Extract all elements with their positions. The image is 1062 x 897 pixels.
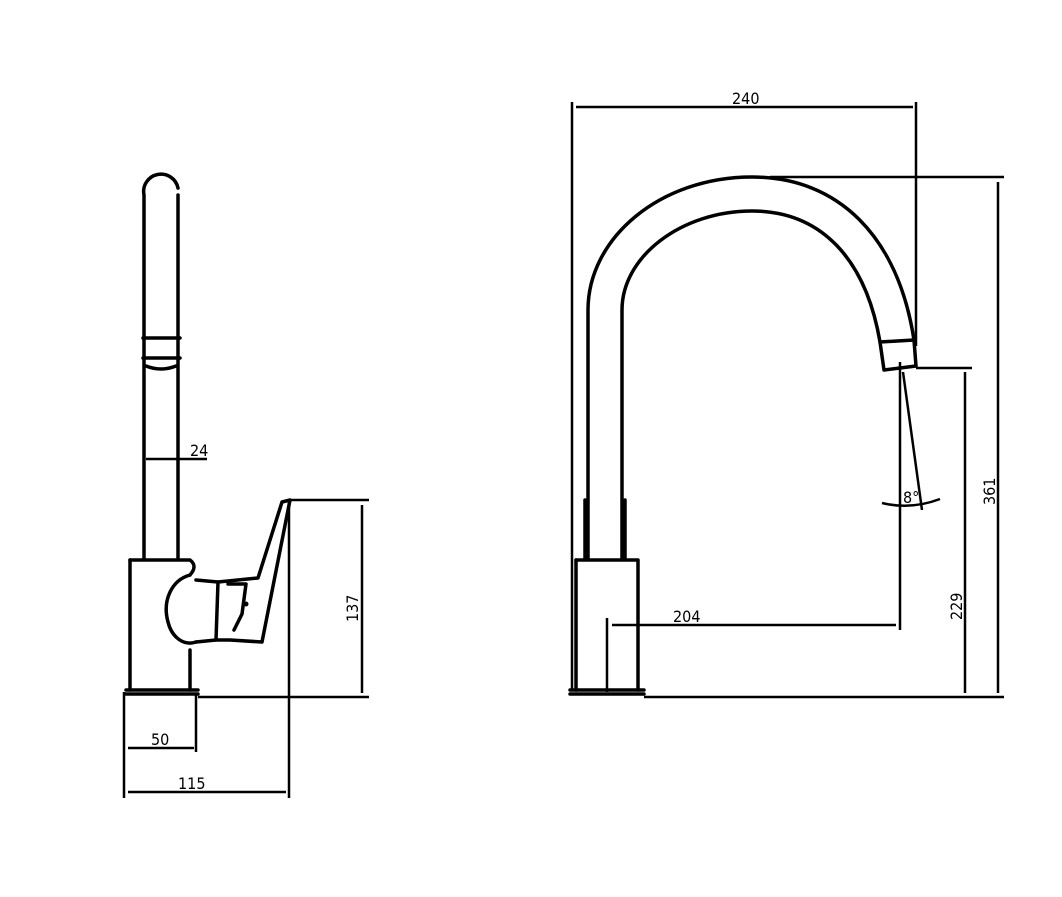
front-view-dimensions (570, 102, 1004, 699)
side-view-dimensions (122, 457, 369, 798)
dim-spout-height-label: 229 (947, 593, 966, 620)
front-view-spout (583, 175, 918, 560)
front-view-body (568, 558, 646, 696)
side-view-handle (164, 498, 292, 645)
side-view-spout (141, 172, 182, 560)
dim-base-diameter-label: 50 (151, 730, 169, 749)
dim-spout-reach-label: 204 (673, 607, 700, 626)
dim-overall-height-label: 361 (980, 478, 999, 505)
side-view-body (124, 558, 200, 696)
side-view: 24 50 115 137 (122, 172, 369, 798)
dim-body-height-label: 137 (343, 595, 362, 622)
dim-overall-width-label: 240 (732, 89, 759, 108)
dim-overall-depth-label: 115 (178, 774, 205, 793)
front-view: 240 361 229 204 8° (568, 89, 1004, 699)
dim-spout-diameter-label: 24 (190, 441, 208, 460)
dim-angle-label: 8° (903, 488, 919, 507)
